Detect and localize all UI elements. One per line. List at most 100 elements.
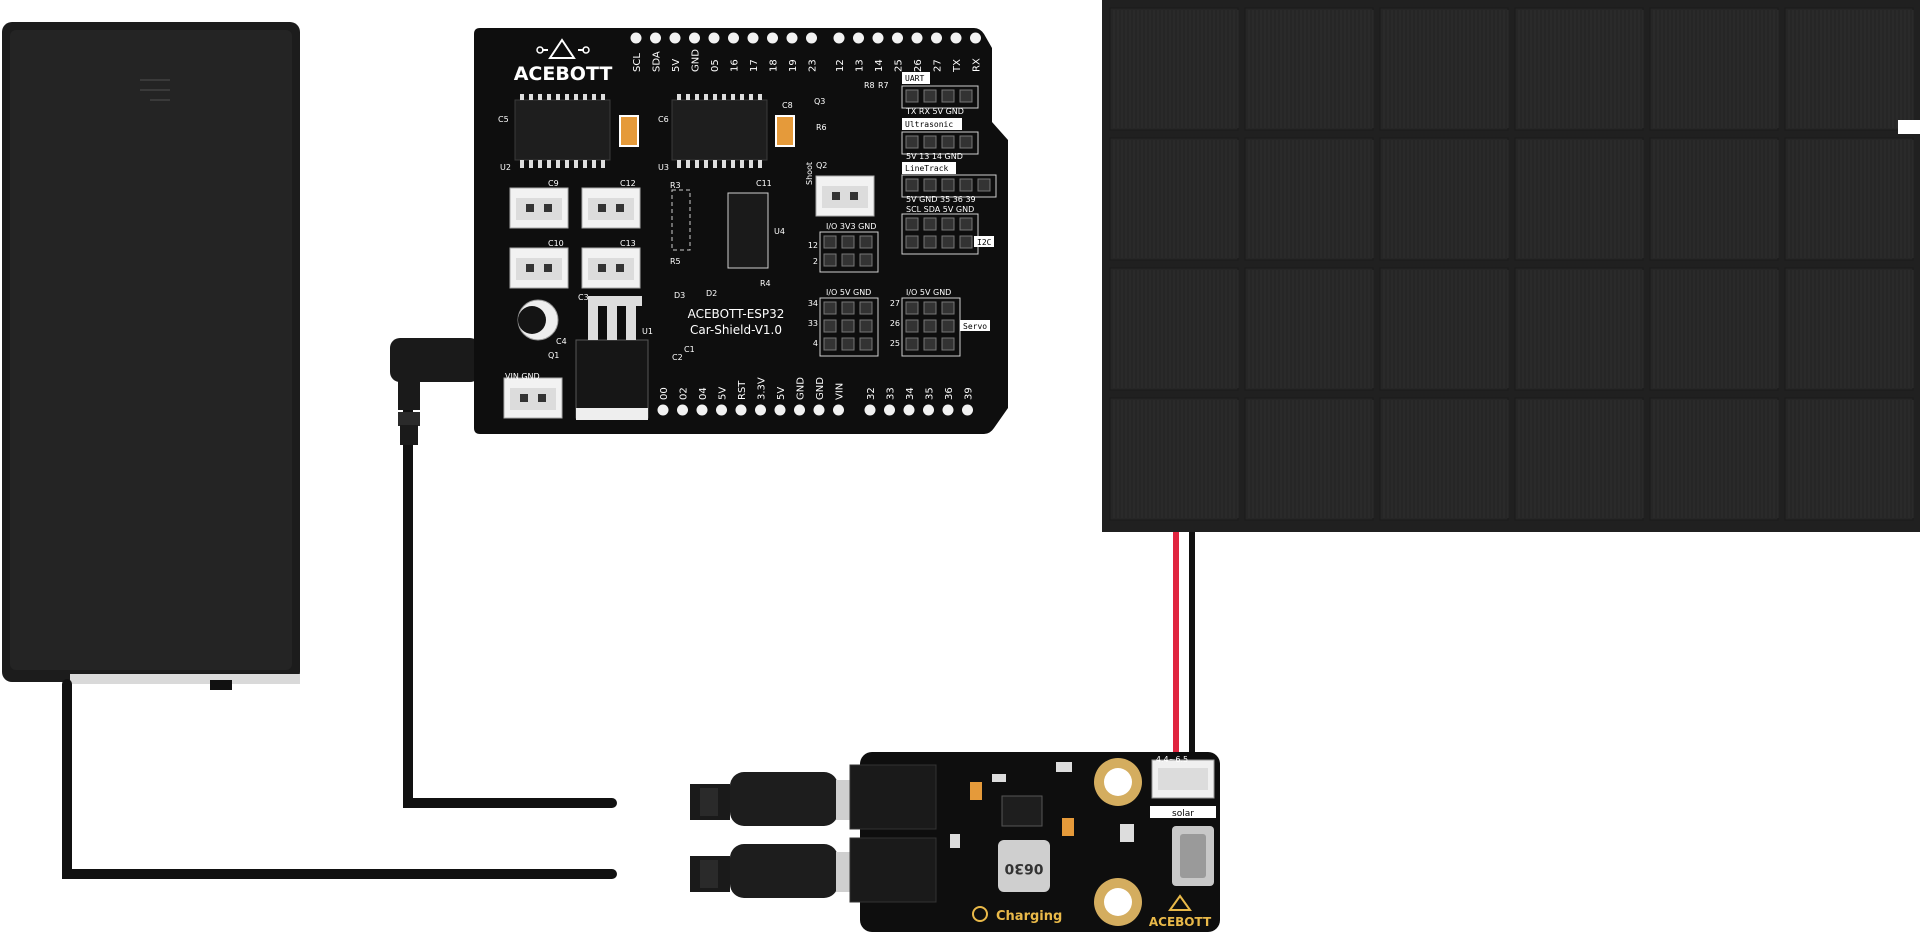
top-pin-label: 5V [671,59,682,72]
io-header-c: I/O 5V GND [906,288,951,297]
top-pin-hole [970,32,981,44]
top-pin-label: 19 [788,59,799,72]
pin-number-label: 27 [890,299,900,308]
charger-dc-plug-top [690,772,850,826]
pin-number-label: 34 [808,299,818,308]
bottom-pin-label: GND [796,377,807,400]
bottom-pin-hole [794,404,805,416]
bottom-pin-label: 36 [944,387,955,400]
top-pin-label: 12 [835,59,846,72]
top-pin-hole [806,32,817,44]
top-pin-label: 17 [749,59,760,72]
uart-label: UART [905,74,924,83]
top-pin-label: 16 [730,59,741,72]
component-label: C5 [498,115,509,124]
top-pin-hole [892,32,903,44]
top-pin-hole [747,32,759,44]
bottom-pin-label: VIN [835,383,846,400]
top-pin-hole [786,32,798,44]
cables [62,400,1195,879]
ultrasonic-pins: 5V 13 14 GND [906,152,963,161]
pin-number-label: 4 [813,339,818,348]
uart-pins: TX RX 5V GND [905,107,964,116]
io-header-a: I/O 3V3 GND [826,222,876,231]
top-pin-label: RX [972,58,983,72]
top-pin-label: 18 [769,59,780,72]
voltage-label: 4.4~6.5 [1156,755,1188,764]
component-label: Q2 [816,161,827,170]
bottom-pin-label: 39 [964,387,975,400]
linetrack-pins: 5V GND 35 36 39 [906,195,976,204]
bottom-pin-label: 33 [886,387,897,400]
solar-panel [1102,0,1920,532]
bottom-pin-hole [755,404,766,416]
top-pin-hole [708,32,720,44]
solar-label: solar [1172,809,1194,819]
pin-number-label: 12 [808,241,818,250]
top-pin-label: 26 [913,59,924,72]
component-label: D2 [706,289,717,298]
bottom-pin-label: 5V [718,387,729,400]
top-pin-hole [650,32,661,44]
component-label: C12 [620,179,636,188]
bottom-pin-label: 02 [679,387,690,400]
top-pin-hole [911,32,923,44]
bottom-pin-hole [833,404,844,416]
top-pin-hole [931,32,942,44]
top-pin-hole [833,32,845,44]
component-label: D3 [674,291,685,300]
component-label: C4 [556,337,567,346]
component-label: R7 [878,81,889,90]
bottom-pin-hole [903,404,915,416]
header-labels: UART TX RX 5V GND Ultrasonic 5V 13 14 GN… [505,72,994,381]
component-label: R5 [670,257,681,266]
bottom-pin-hole [696,404,708,416]
top-pin-label: 25 [894,59,905,72]
top-pin-label: SDA [652,51,663,72]
top-pin-label: 23 [808,59,819,72]
component-label: U4 [774,227,785,236]
top-pin-label: 27 [933,59,944,72]
component-label: C10 [548,239,564,248]
bottom-pin-hole [962,404,973,416]
top-pin-label: TX [952,59,963,73]
bottom-pin-hole [864,404,876,416]
bottom-pin-hole [884,404,895,416]
i2c-label: I2C [977,238,992,247]
battery-box [2,22,300,690]
shield-name-line2: Car-Shield-V1.0 [690,323,782,337]
vin-gnd-label: VIN GND [505,372,540,381]
component-label: R6 [816,123,827,132]
component-label: R4 [760,279,771,288]
charging-label: Charging [996,909,1062,924]
top-pin-label: 05 [710,59,721,72]
component-label: C11 [756,179,772,188]
top-pin-label: GND [691,49,702,72]
component-label: Q3 [814,97,825,106]
component-label: C9 [548,179,559,188]
component-label: C3 [578,293,589,302]
charger-board: solar 4.4~6.5 0630 Charging ACEBOTT [849,752,1220,932]
component-label: C8 [782,101,793,110]
pin-number-label: 33 [808,319,818,328]
component-label: U2 [500,163,511,172]
component-label: Q1 [548,351,559,360]
bottom-pin-hole [716,404,727,416]
top-pin-hole [767,32,778,44]
bottom-pin-hole [942,404,954,416]
top-pin-label: 13 [855,59,866,72]
top-pin-hole [872,32,884,44]
charger-logo: ACEBOTT [1149,915,1212,929]
component-label: C6 [658,115,669,124]
bottom-pin-hole [923,404,934,416]
top-pin-hole [728,32,739,44]
component-label: C2 [672,353,683,362]
top-pin-hole [630,32,642,44]
top-pin-label: 14 [874,59,885,72]
bottom-pin-label: 04 [698,387,709,400]
shield-name-line1: ACEBOTT-ESP32 [688,307,785,321]
bottom-pin-label: 32 [866,387,877,400]
bottom-pin-label: 35 [925,387,936,400]
